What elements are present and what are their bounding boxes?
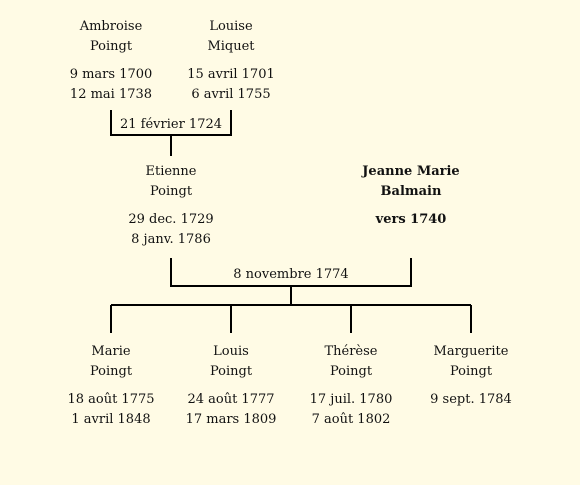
last-name: Balmain [380,184,442,199]
first-name: Marguerite [433,344,509,359]
first-name: Thérèse [324,344,378,359]
birth-date: 9 sept. 1784 [430,392,512,407]
death-date: 12 mai 1738 [69,87,153,102]
first-name: Marie [91,344,131,359]
first-name: Ambroise [79,19,143,34]
death-date: 6 avril 1755 [191,87,271,102]
birth-date: vers 1740 [375,212,447,227]
first-name: Etienne [145,164,197,179]
birth-date: 17 juil. 1780 [309,392,393,407]
death-date: 7 août 1802 [311,412,391,427]
death-date: 8 janv. 1786 [131,232,211,247]
death-date: 1 avril 1848 [71,412,151,427]
birth-date: 24 août 1777 [187,392,275,407]
person-marie-poingt[interactable]: Marie Poingt 18 août 1775 1 avril 1848 [41,342,181,430]
person-louise-miquet[interactable]: Louise Miquet 15 avril 1701 6 avril 1755 [161,17,301,105]
first-name: Jeanne Marie [362,164,460,179]
person-therese-poingt[interactable]: Thérèse Poingt 17 juil. 1780 7 août 1802 [281,342,421,430]
death-date: 17 mars 1809 [185,412,277,427]
last-name: Poingt [329,364,373,379]
marriage-date-grandparents: 21 février 1724 [119,117,223,132]
birth-date: 15 avril 1701 [187,67,275,82]
last-name: Miquet [207,39,255,54]
first-name: Louis [213,344,249,359]
person-ambroise-poingt[interactable]: Ambroise Poingt 9 mars 1700 12 mai 1738 [41,17,181,105]
last-name: Poingt [209,364,253,379]
birth-date: 29 dec. 1729 [128,212,214,227]
birth-date: 18 août 1775 [67,392,155,407]
person-marguerite-poingt[interactable]: Marguerite Poingt 9 sept. 1784 [401,342,541,410]
last-name: Poingt [149,184,193,199]
person-jeanne-marie-balmain[interactable]: Jeanne Marie Balmain vers 1740 [341,162,481,230]
marriage-date-parents: 8 novembre 1774 [228,267,354,283]
last-name: Poingt [449,364,493,379]
birth-date: 9 mars 1700 [69,67,153,82]
person-etienne-poingt[interactable]: Etienne Poingt 29 dec. 1729 8 janv. 1786 [101,162,241,250]
last-name: Poingt [89,364,133,379]
person-louis-poingt[interactable]: Louis Poingt 24 août 1777 17 mars 1809 [161,342,301,430]
first-name: Louise [209,19,253,34]
last-name: Poingt [89,39,133,54]
